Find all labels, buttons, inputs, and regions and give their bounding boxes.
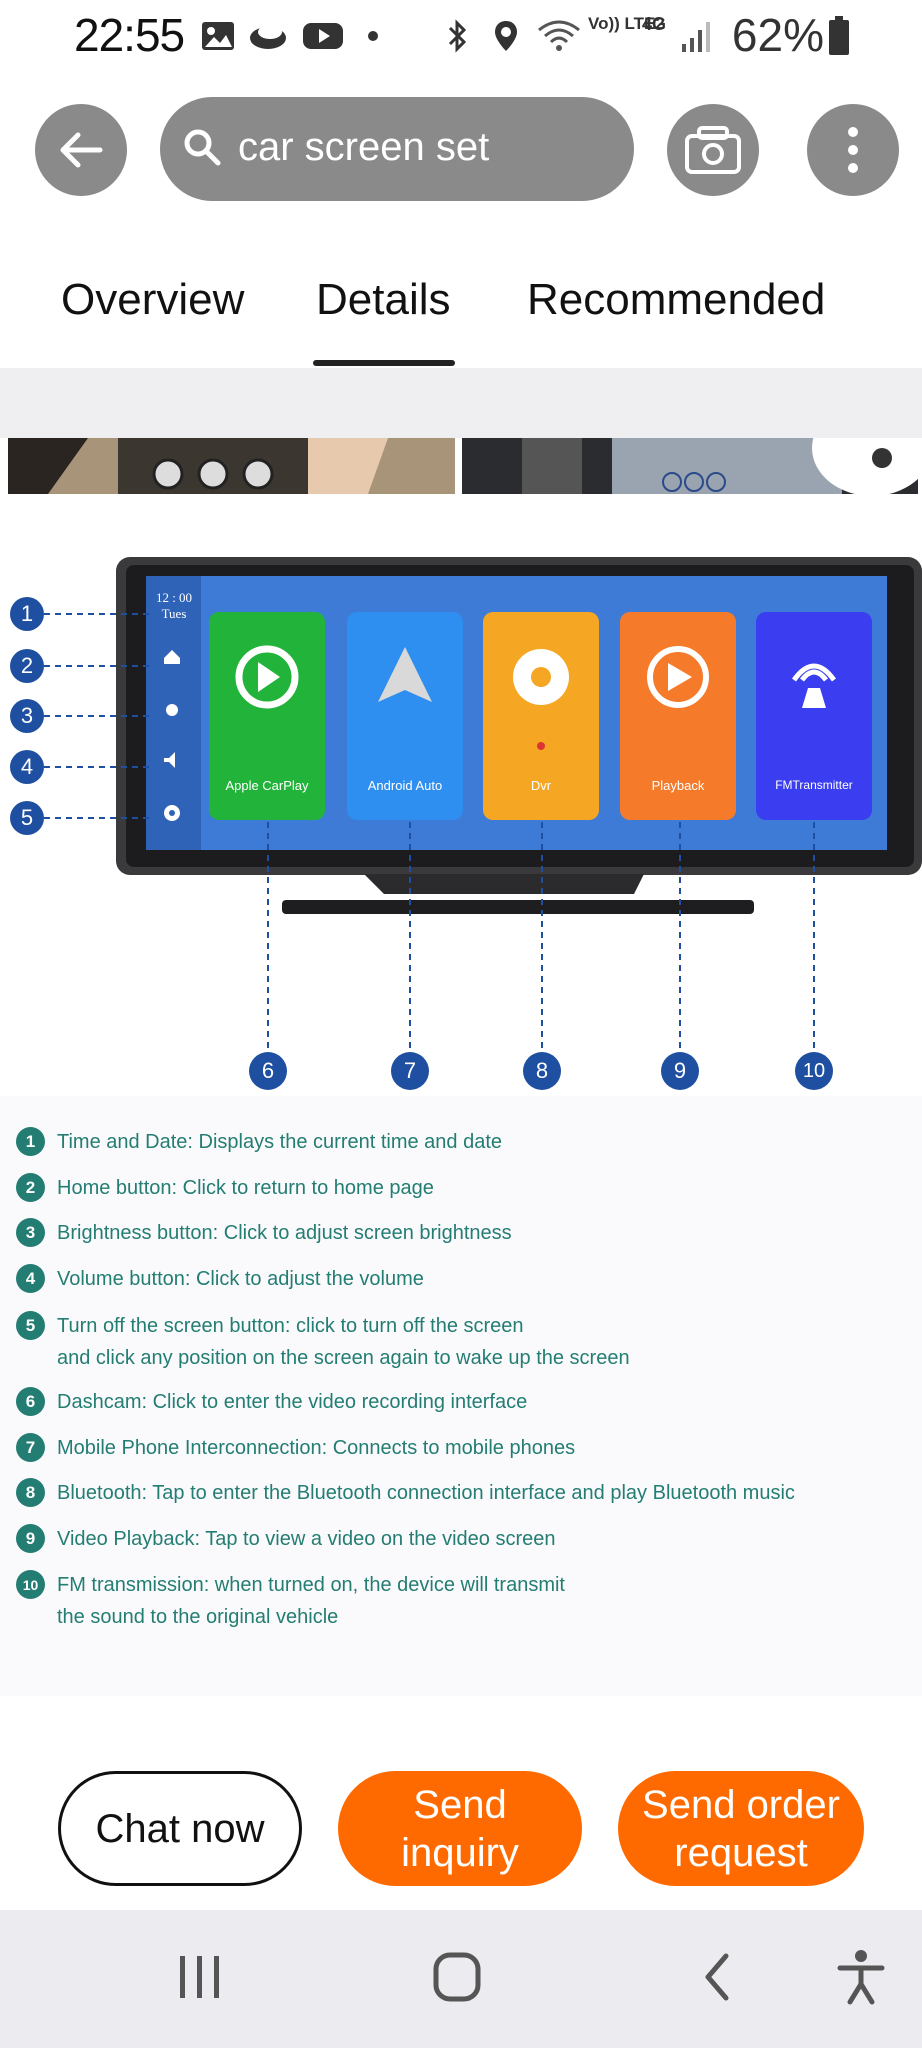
dashboard-photo [8,438,455,494]
callout-4: 4 [10,750,44,784]
status-bar: 22:55 Vo)) LTE2 4G 62% [0,0,922,76]
battery-percent: 62% [731,9,824,61]
tab-recommended[interactable]: Recommended [527,275,826,324]
system-nav-bar [0,1910,922,2048]
list-number: 1 [16,1127,45,1156]
back-button[interactable] [35,104,127,196]
list-item: 1 Time and Date: Displays the current ti… [16,1127,502,1159]
list-text: Brightness button: Click to adjust scree… [57,1222,512,1244]
list-number: 8 [16,1478,45,1507]
tab-overview[interactable]: Overview [61,275,245,324]
more-options-button[interactable] [807,104,899,196]
list-text-continued: the sound to the original vehicle [57,1606,339,1628]
camera-icon [685,126,741,174]
bluetooth-icon [448,19,467,53]
search-bar[interactable]: car screen set [160,97,634,201]
list-text: Video Playback: Tap to view a video on t… [57,1528,556,1550]
app-label-fm-transmitter: FMTransmitter [775,778,853,792]
list-item: 6 Dashcam: Click to enter the video reco… [16,1387,527,1419]
status-time: 22:55 [74,9,185,61]
recent-apps-icon[interactable] [176,1952,224,2002]
list-text-continued: and click any position on the screen aga… [57,1347,630,1369]
app-label-playback: Playback [651,778,705,793]
screen-time: 12 : 00 [155,590,193,605]
callout-7: 7 [391,1052,429,1090]
search-icon [184,129,221,166]
wifi-icon [538,20,580,51]
gallery-icon [202,22,234,50]
list-text: FM transmission: when turned on, the dev… [57,1574,565,1596]
network-type-label: 4G [642,14,667,34]
list-text: Bluetooth: Tap to enter the Bluetooth co… [57,1482,795,1504]
list-text: Volume button: Click to adjust the volum… [57,1268,424,1290]
list-number: 4 [16,1264,45,1293]
accessibility-icon[interactable] [836,1948,886,2006]
send-inquiry-button[interactable]: Send inquiry [338,1771,582,1886]
callout-10: 10 [795,1052,833,1090]
camera-search-button[interactable] [667,104,759,196]
back-chevron-icon[interactable] [700,1950,734,2004]
list-item: 5 Turn off the screen button: click to t… [16,1311,630,1375]
cloud-icon [250,25,286,49]
diagram-graphic [44,557,922,1050]
send-order-label-1: Send order [642,1782,840,1827]
list-number: 6 [16,1387,45,1416]
search-input[interactable]: car screen set [238,125,490,169]
app-label-android-auto: Android Auto [367,778,443,793]
list-item: 10 FM transmission: when turned on, the … [16,1570,565,1634]
interior-photo [462,438,918,494]
send-order-label-2: request [674,1830,808,1875]
arrow-left-icon [60,132,103,168]
callout-8: 8 [523,1052,561,1090]
tab-details[interactable]: Details [316,275,451,324]
callout-1: 1 [10,597,44,631]
product-diagram: 12 : 00 Tues Apple CarPlay Android Auto … [4,502,922,1096]
screen-clock: 12 : 00 Tues [152,590,196,622]
list-item: 9 Video Playback: Tap to view a video on… [16,1524,555,1556]
list-text: Mobile Phone Interconnection: Connects t… [57,1437,576,1459]
list-item: 8 Bluetooth: Tap to enter the Bluetooth … [16,1478,795,1510]
callout-9: 9 [661,1052,699,1090]
callout-3: 3 [10,699,44,733]
signal-icon [682,22,710,52]
list-item: 4 Volume button: Click to adjust the vol… [16,1264,424,1296]
send-inquiry-label-2: inquiry [401,1830,519,1875]
list-number: 7 [16,1433,45,1462]
list-number: 5 [16,1311,45,1340]
list-number: 10 [16,1570,45,1599]
volte-label: Vo)) LTE2 [588,14,665,33]
list-text: Turn off the screen button: click to tur… [57,1315,524,1337]
screen-day: Tues [161,606,187,621]
list-number: 3 [16,1218,45,1247]
home-icon[interactable] [432,1950,482,2004]
battery-icon [829,16,849,55]
list-number: 9 [16,1524,45,1553]
list-item: 2 Home button: Click to return to home p… [16,1173,434,1205]
send-order-request-button[interactable]: Send order request [618,1771,864,1886]
send-inquiry-label-1: Send [413,1782,507,1827]
list-number: 2 [16,1173,45,1202]
callout-5: 5 [10,801,44,835]
section-divider [0,368,922,438]
more-vertical-icon [848,127,858,173]
location-icon [495,21,517,51]
product-photo-right[interactable] [462,438,918,494]
chat-now-button[interactable]: Chat now [58,1771,302,1886]
product-photo-left[interactable] [8,438,455,494]
active-tab-indicator [313,360,455,366]
feature-description-list: 1 Time and Date: Displays the current ti… [0,1096,922,1696]
callout-2: 2 [10,649,44,683]
list-item: 7 Mobile Phone Interconnection: Connects… [16,1433,575,1465]
list-item: 3 Brightness button: Click to adjust scr… [16,1218,512,1250]
youtube-icon [303,23,343,49]
list-text: Time and Date: Displays the current time… [57,1131,503,1153]
app-label-dvr: Dvr [530,778,552,793]
list-text: Dashcam: Click to enter the video record… [57,1391,528,1413]
list-text: Home button: Click to return to home pag… [57,1177,434,1199]
app-label-carplay: Apple CarPlay [225,778,309,793]
chat-now-label: Chat now [95,1806,265,1851]
dot-icon [368,31,378,41]
callout-6: 6 [249,1052,287,1090]
